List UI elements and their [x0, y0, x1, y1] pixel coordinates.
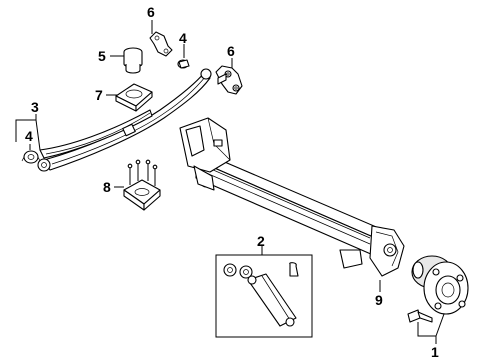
bump-stop: [123, 47, 143, 74]
callout-3: 3: [31, 99, 39, 115]
callout-5: 5: [98, 48, 106, 64]
callout-9: 9: [375, 292, 383, 308]
spring-pad: [115, 83, 153, 112]
callout-8: 8: [103, 179, 111, 195]
leader-lines: [15, 20, 445, 344]
leaf-spring: [37, 68, 212, 172]
callout-1: 1: [431, 344, 439, 360]
hub-bolt: [407, 309, 433, 323]
spring-shackle-upper: [149, 31, 173, 57]
callout-4-upper: 4: [179, 30, 187, 46]
spring-shackle-rear: [215, 65, 243, 95]
shock-absorber-kit: [215, 254, 313, 338]
callout-6-upper: 6: [147, 4, 155, 20]
callout-7: 7: [95, 87, 103, 103]
callout-4-lower: 4: [25, 128, 33, 144]
hub-bearing-assembly: [411, 255, 469, 315]
spring-plate: [123, 159, 161, 211]
spring-bushing-front: [21, 150, 41, 164]
rear-axle-beam: [179, 117, 405, 277]
callout-2: 2: [257, 233, 265, 249]
callout-6-rear: 6: [227, 43, 235, 59]
shackle-bolt: [177, 59, 190, 69]
